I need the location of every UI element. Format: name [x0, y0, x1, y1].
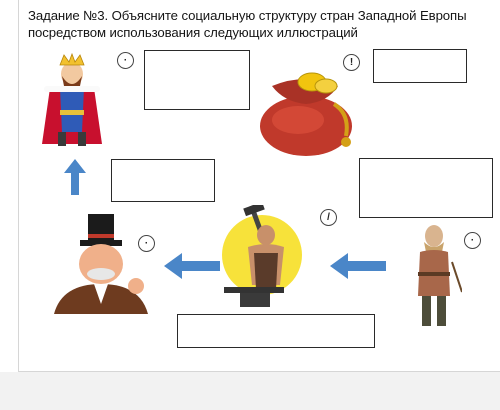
arrow-left-icon-1: [164, 253, 220, 279]
peasant-icon: [406, 222, 462, 332]
mark-bubble-3: /: [320, 209, 337, 226]
blacksmith-icon: [214, 205, 310, 309]
arrow-left-icon-2: [330, 253, 386, 279]
answer-box-blacksmith-below[interactable]: [177, 314, 375, 348]
money-bag-icon: [254, 60, 364, 160]
answer-box-king[interactable]: [144, 50, 250, 110]
answer-box-money-bag-below[interactable]: [359, 158, 493, 218]
king-icon: [36, 52, 108, 150]
task-title: Задание №3. Объясните социальную структу…: [28, 8, 467, 40]
arrow-up-icon: [64, 159, 86, 195]
answer-box-king-below[interactable]: [111, 159, 215, 202]
answer-box-money-bag[interactable]: [373, 49, 467, 83]
bottom-strip: [0, 372, 500, 410]
mark-bubble-5: ·: [464, 232, 481, 249]
mark-bubble-2: !: [343, 54, 360, 71]
mark-bubble-4: ·: [138, 235, 155, 252]
mark-bubble-1: ·: [117, 52, 134, 69]
capitalist-icon: [44, 214, 154, 314]
